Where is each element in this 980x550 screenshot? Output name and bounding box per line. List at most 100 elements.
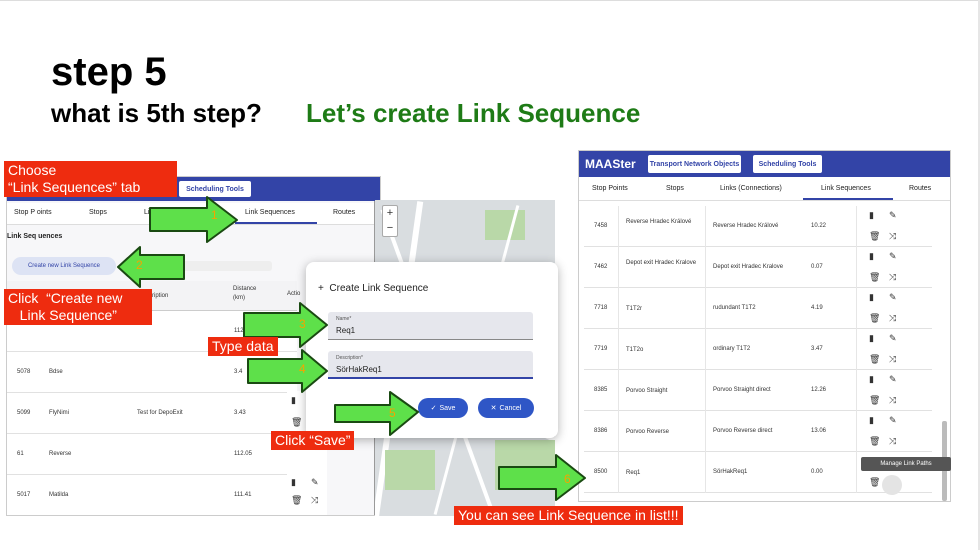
table-row[interactable]: 112 — [7, 311, 297, 352]
save-button[interactable]: ✓Save — [418, 398, 468, 418]
step-number-3: 3 — [299, 317, 306, 331]
edit-icon[interactable]: ✎ — [889, 251, 897, 261]
column-divider — [856, 370, 857, 411]
delete-icon[interactable]: 🗑 — [869, 395, 881, 405]
column-divider — [856, 206, 857, 247]
column-divider — [618, 411, 619, 452]
delete-icon[interactable]: 🗑 — [869, 272, 881, 282]
callout-type-data: Type data — [208, 337, 278, 356]
cancel-button[interactable]: ✕Cancel — [478, 398, 534, 418]
edit-icon[interactable]: ✎ — [889, 210, 897, 220]
table-row[interactable]: 61 Reverse 112.05 — [7, 434, 297, 475]
tab-routes[interactable]: Routes — [909, 185, 932, 192]
active-tab-indicator — [235, 222, 317, 224]
tooltip: Manage Link Paths — [861, 457, 951, 471]
filter-input[interactable] — [167, 261, 272, 271]
map-icon[interactable]: ▮ — [291, 395, 296, 405]
table-row[interactable]: 5078 Bdse 3.4 — [7, 352, 297, 393]
active-tab-indicator — [803, 198, 893, 200]
slide-subtitle-highlight: Let’s create Link Sequence — [306, 98, 641, 128]
save-label: Save — [439, 404, 456, 412]
map-icon[interactable]: ▮ — [869, 374, 874, 384]
create-link-sequence-button[interactable]: Create new Link Sequence — [12, 257, 116, 275]
map-icon[interactable]: ▮ — [869, 415, 874, 425]
callout-click-create: Click “Create new Link Sequence” — [4, 289, 152, 325]
edit-icon[interactable]: ✎ — [889, 374, 897, 384]
map-icon[interactable]: ▮ — [869, 210, 874, 220]
shuffle-icon[interactable]: ⤨ — [889, 231, 897, 241]
table-row[interactable]: 5099 FlyNimi Test for DepoExit 3.43 — [7, 393, 297, 434]
tab-stop-points[interactable]: Stop Points — [592, 185, 628, 192]
edit-icon[interactable]: ✎ — [311, 477, 319, 487]
delete-icon[interactable]: 🗑 — [291, 417, 303, 427]
map-park — [385, 450, 435, 490]
row-description: Reverse Hradec Králové — [713, 223, 779, 229]
right-app-tabs: Stop Points Stops Links (Connections) Li… — [579, 177, 950, 201]
shuffle-icon[interactable]: ⤨ — [311, 495, 319, 505]
tab-stop-points[interactable]: Stop P oints — [14, 209, 52, 216]
link-sequence-table: 112 5078 Bdse 3.4 5099 FlyNimi Test for … — [7, 281, 297, 515]
check-icon: ✓ — [430, 405, 437, 412]
right-app-header: MAASter Transport Network Objects Schedu… — [579, 151, 950, 177]
name-field[interactable]: Name* Req1 — [328, 312, 533, 340]
map-zoom-control[interactable]: +− — [382, 205, 398, 237]
row-description: rudundant T1T2 — [713, 305, 756, 311]
row-name: Matilda — [49, 492, 69, 498]
row-description: Test for DepoExit — [137, 410, 183, 416]
tab-links-connections[interactable]: Links (Connections) — [720, 185, 782, 192]
table-row[interactable]: 5017 Matilda 111.41 — [7, 475, 297, 515]
row-description: Porvoo Straight direct — [713, 387, 771, 393]
shuffle-icon[interactable]: ⤨ — [889, 395, 897, 405]
row-description: SörHakReq1 — [713, 469, 748, 475]
column-divider — [618, 288, 619, 329]
map-icon[interactable]: ▮ — [869, 292, 874, 302]
shuffle-icon[interactable]: ⤨ — [889, 313, 897, 323]
tab-link-sequences[interactable]: Link Sequences — [821, 185, 871, 192]
row-distance: 4.19 — [811, 305, 823, 311]
delete-icon[interactable]: 🗑 — [291, 495, 303, 505]
column-divider — [618, 247, 619, 288]
row-distance: 112.05 — [234, 451, 252, 457]
map-icon[interactable]: ▮ — [291, 477, 296, 487]
edit-icon[interactable]: ✎ — [889, 415, 897, 425]
column-header-actions: Actio — [287, 291, 301, 297]
delete-icon[interactable]: 🗑 — [869, 313, 881, 323]
edit-icon[interactable]: ✎ — [889, 292, 897, 302]
scheduling-tools-button[interactable]: Scheduling Tools — [179, 181, 251, 197]
map-icon[interactable]: ▮ — [869, 251, 874, 261]
row-id: 8385 — [594, 387, 608, 393]
tab-stops[interactable]: Stops — [666, 185, 684, 192]
row-distance: 12.26 — [811, 387, 827, 393]
delete-icon[interactable]: 🗑 — [869, 231, 881, 241]
map-icon[interactable]: ▮ — [869, 333, 874, 343]
row-distance: 13.06 — [811, 428, 827, 434]
app-name: MAASter — [585, 157, 636, 171]
scheduling-tools-button[interactable]: Scheduling Tools — [753, 155, 822, 173]
description-field[interactable]: Description* SörHakReq1 — [328, 351, 533, 379]
row-description: ordinary T1T2 — [713, 346, 751, 352]
shuffle-icon[interactable]: ⤨ — [889, 354, 897, 364]
row-id: 7718 — [594, 305, 608, 311]
tab-routes[interactable]: Routes — [333, 209, 356, 216]
shuffle-icon[interactable]: ⤨ — [889, 272, 897, 282]
delete-icon[interactable]: 🗑 — [869, 354, 881, 364]
slide-right-border — [978, 0, 980, 550]
shuffle-icon[interactable]: ⤨ — [889, 436, 897, 446]
edit-icon[interactable]: ✎ — [889, 333, 897, 343]
slide-top-border — [0, 0, 980, 1]
column-divider — [856, 288, 857, 329]
transport-network-objects-button[interactable]: Transport Network Objects — [648, 155, 741, 173]
row-id: 7458 — [594, 223, 608, 229]
delete-icon[interactable]: 🗑 — [869, 477, 881, 487]
row-name: Porvoo Reverse — [626, 429, 670, 435]
tab-stops[interactable]: Stops — [89, 209, 107, 216]
delete-icon[interactable]: 🗑 — [869, 436, 881, 446]
tab-link-sequences[interactable]: Link Sequences — [245, 209, 295, 216]
step-number-1: 1 — [211, 208, 218, 222]
